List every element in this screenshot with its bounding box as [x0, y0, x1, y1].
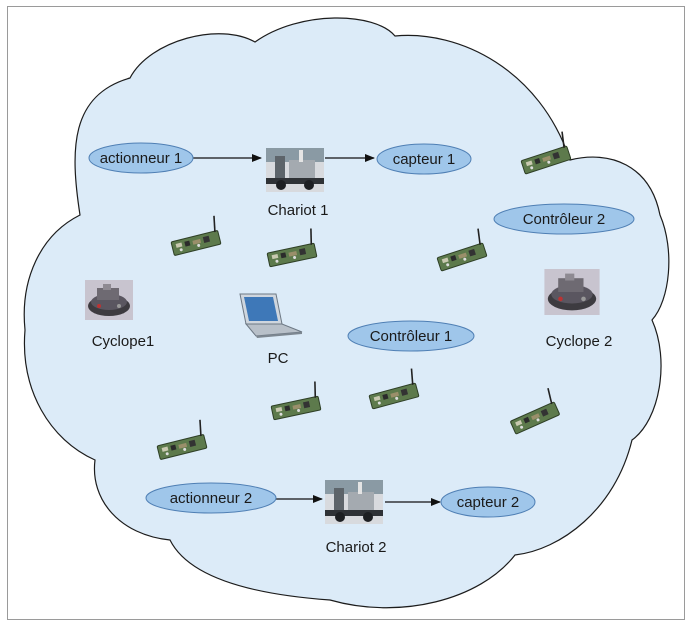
actionneur-1-label: actionneur 1 — [100, 150, 183, 167]
capteur-2-label: capteur 2 — [457, 494, 520, 511]
laptop-icon — [239, 293, 303, 338]
pc-label: PC — [268, 350, 289, 367]
robot-icon — [85, 280, 133, 320]
chariot-2-node: Chariot 2 — [325, 480, 386, 556]
chariot-robot-icon — [325, 480, 383, 524]
actionneur-2-label: actionneur 2 — [170, 490, 253, 507]
chariot-robot-icon — [266, 148, 324, 192]
node-actionneur-2: actionneur 2 — [145, 482, 277, 514]
capteur-1-label: capteur 1 — [393, 151, 456, 168]
node-capteur-2: capteur 2 — [440, 486, 536, 518]
node-controleur-1: Contrôleur 1 — [347, 320, 475, 352]
cyclope-2-node: Cyclope 2 — [544, 269, 612, 350]
cyclope-1-label: Cyclope1 — [92, 333, 155, 350]
chariot-1-label: Chariot 1 — [268, 202, 329, 219]
chariot-1-node: Chariot 1 — [266, 148, 328, 219]
controleur-2-label: Contrôleur 2 — [523, 211, 606, 228]
cyclope-1-node: Cyclope1 — [85, 280, 154, 350]
chariot-2-label: Chariot 2 — [326, 539, 387, 556]
robot-icon — [544, 269, 600, 315]
node-actionneur-1: actionneur 1 — [88, 142, 194, 174]
controleur-1-label: Contrôleur 1 — [370, 328, 453, 345]
node-controleur-2: Contrôleur 2 — [493, 203, 635, 235]
cyclope-2-label: Cyclope 2 — [546, 333, 613, 350]
pc-node: PC — [239, 293, 303, 367]
node-capteur-1: capteur 1 — [376, 143, 472, 175]
